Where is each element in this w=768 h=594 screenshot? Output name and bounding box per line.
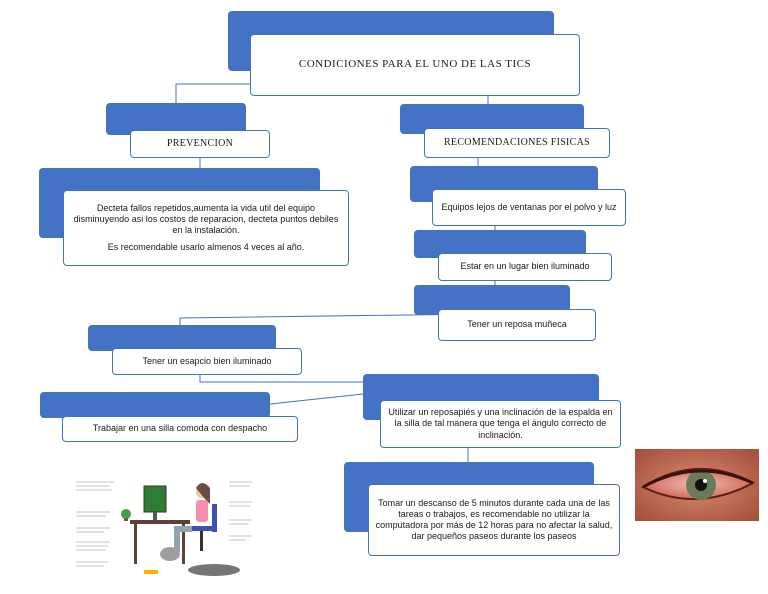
item-3: Tener un reposa muñeca — [438, 309, 596, 341]
prevencion-backdrop — [106, 103, 246, 135]
item-5-backdrop — [40, 392, 270, 418]
item-4-backdrop — [88, 325, 276, 351]
prevencion-label: PREVENCION — [130, 130, 270, 158]
item-7: Tomar un descanso de 5 minutos durante c… — [368, 484, 620, 556]
prevencion-detail-text-1: Decteta fallos repetidos,aumenta la vida… — [73, 202, 339, 236]
prevencion-detail-text-2: Es recomendable usarlo almenos 4 veces a… — [107, 242, 305, 253]
item-1: Equipos lejos de ventanas por el polvo y… — [432, 189, 626, 226]
item-2: Estar en un lugar bien iluminado — [438, 253, 612, 281]
item-6: Utilizar un reposapiés y una inclinación… — [380, 400, 621, 448]
item-4: Tener un esapcio bien iluminado — [112, 348, 302, 375]
prevencion-detail: Decteta fallos repetidos,aumenta la vida… — [63, 190, 349, 266]
red-eye-photo — [635, 449, 759, 521]
item-5: Trabajar en una silla comoda con despach… — [62, 416, 298, 442]
ergonomic-workstation-illustration — [74, 474, 254, 578]
page-title: CONDICIONES PARA EL UNO DE LAS TICS — [250, 34, 580, 96]
recomendaciones-label: RECOMENDACIONES FISICAS — [424, 128, 610, 158]
